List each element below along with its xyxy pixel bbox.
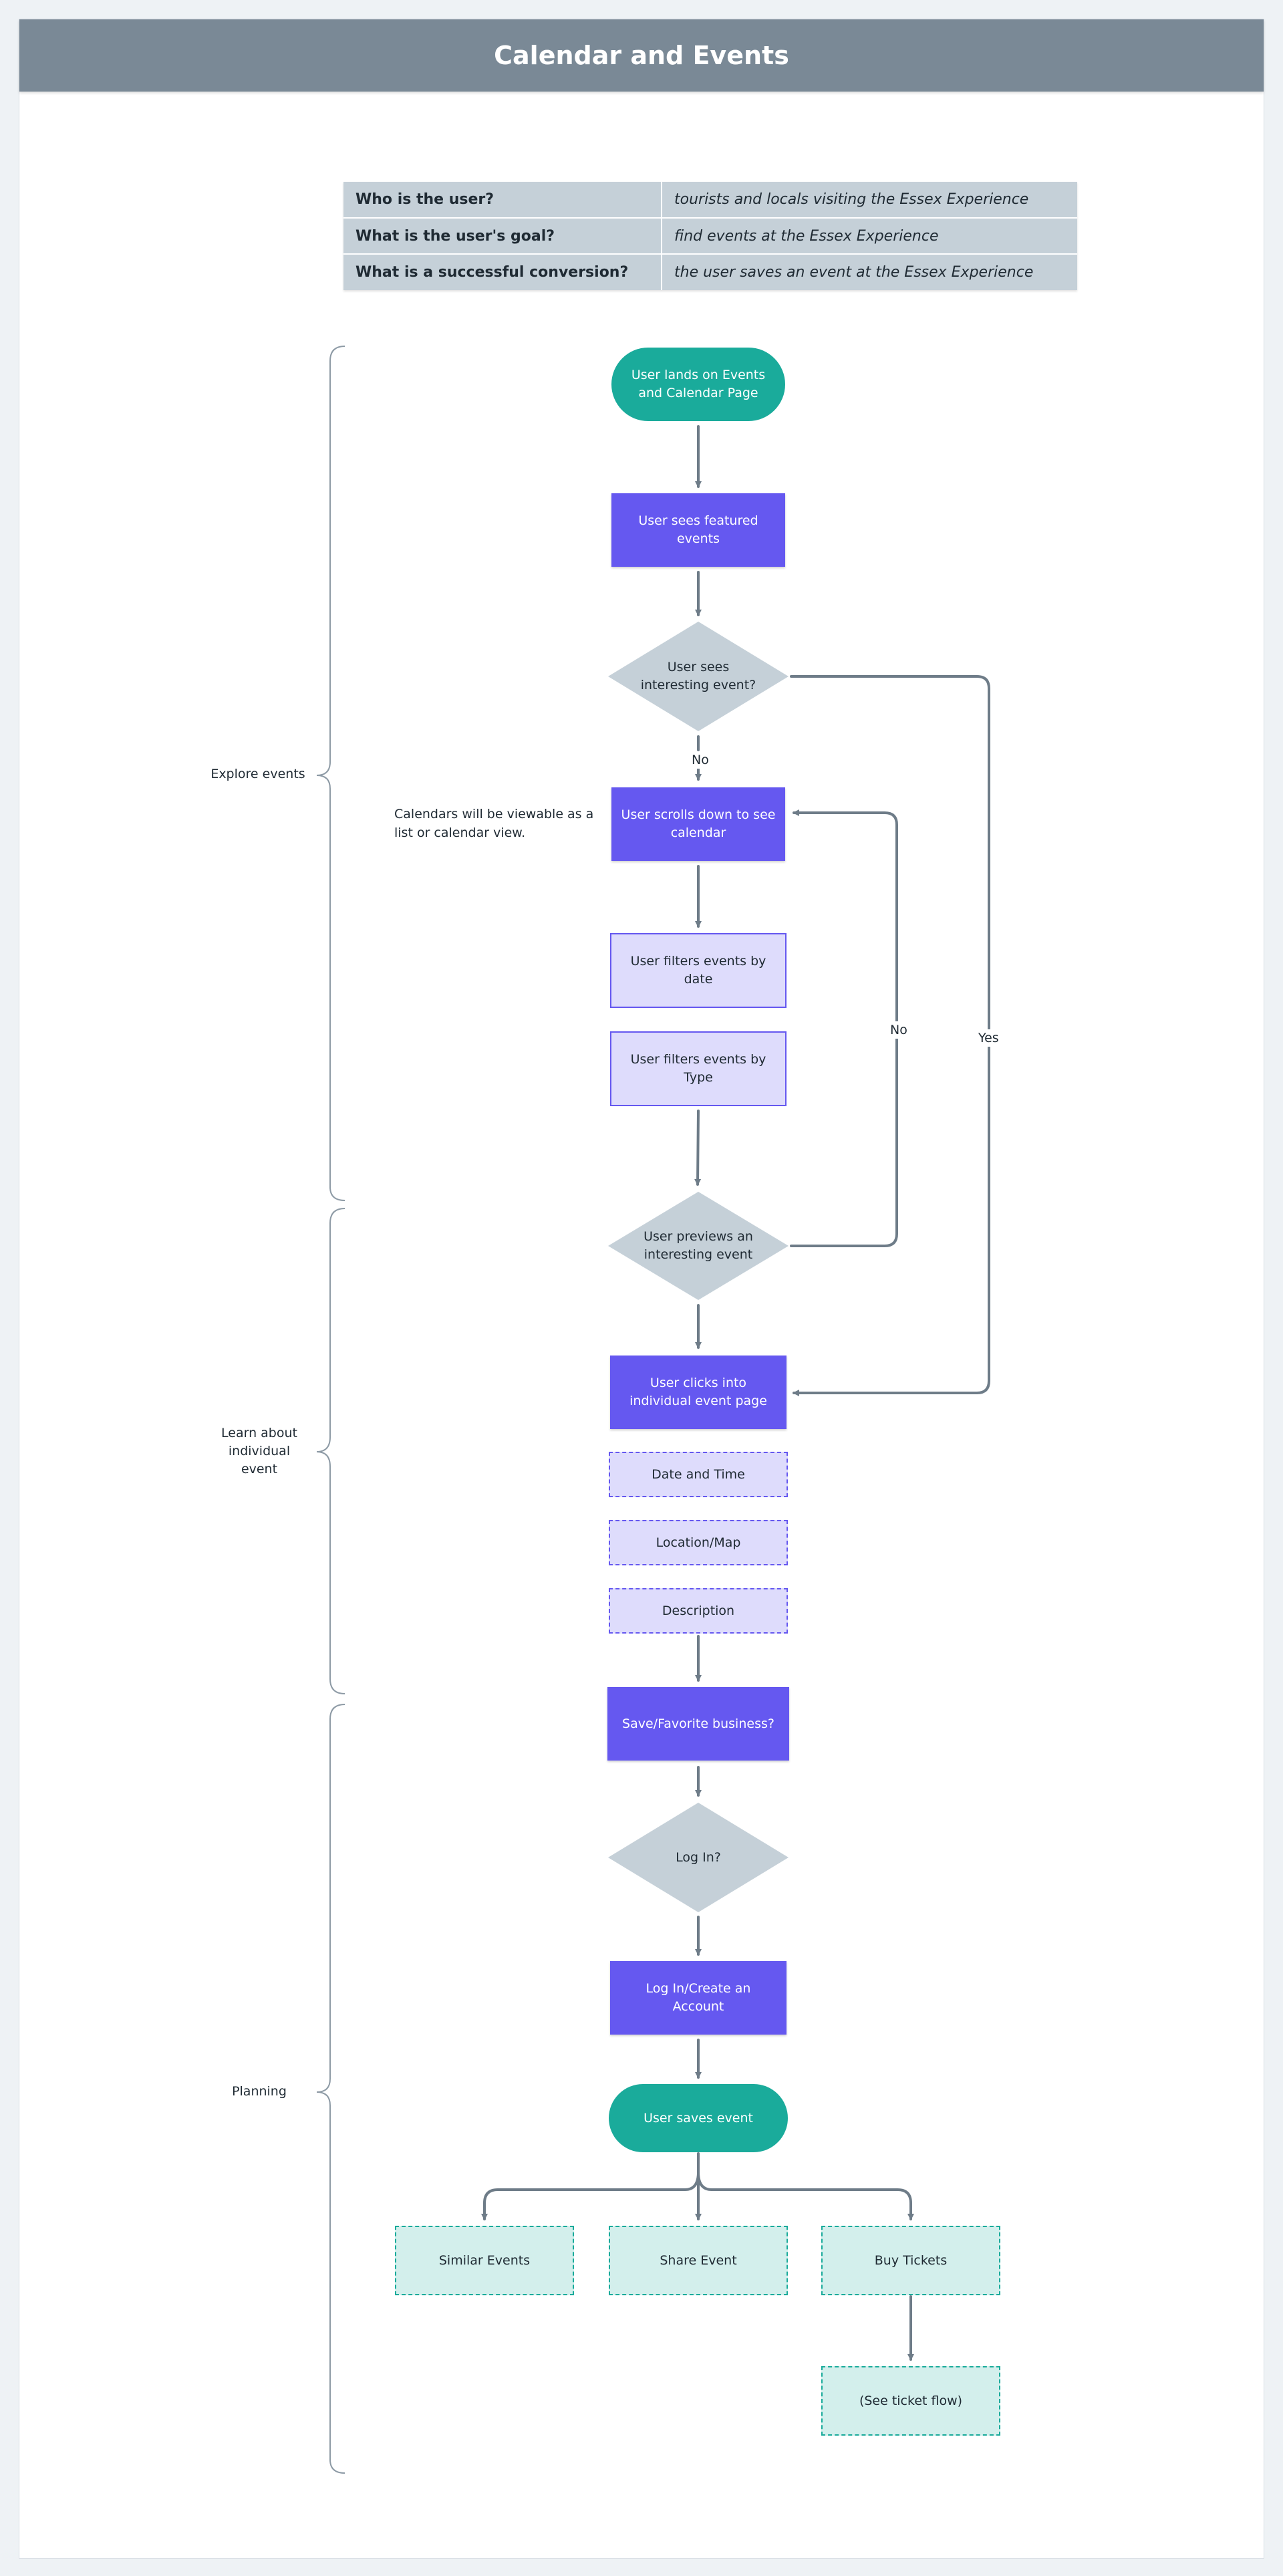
table-question: Who is the user? — [343, 182, 662, 219]
table-question: What is a successful conversion? — [343, 254, 662, 290]
brace-learn — [316, 1208, 345, 1694]
node-similar-events: Similar Events — [395, 2226, 574, 2295]
node-interesting: User sees interesting event? — [640, 660, 756, 692]
node-filter-date: User filters events by date — [610, 933, 787, 1008]
node-date-time: Date and Time — [609, 1452, 788, 1497]
table-row: Who is the user? tourists and locals vis… — [343, 182, 1077, 219]
node-location: Location/Map — [609, 1520, 788, 1565]
node-share-event: Share Event — [609, 2226, 788, 2295]
node-previews: User previews an interesting event — [644, 1229, 753, 1262]
section-label-learn: Learn about individual event — [221, 1426, 297, 1476]
page-title: Calendar and Events — [19, 19, 1264, 92]
table-row: What is a successful conversion? the use… — [343, 254, 1077, 290]
table-question: What is the user's goal? — [343, 218, 662, 255]
node-clicks: User clicks into individual event page — [610, 1356, 787, 1429]
decision-interesting-shape — [608, 622, 789, 731]
node-filter-type: User filters events by Type — [610, 1031, 787, 1106]
node-landing: User lands on Events and Calendar Page — [611, 348, 785, 421]
node-description: Description — [609, 1588, 788, 1634]
node-featured: User sees featured events — [611, 493, 785, 567]
node-save-favorite: Save/Favorite business? — [607, 1687, 789, 1761]
user-info-table: Who is the user? tourists and locals vis… — [343, 182, 1077, 290]
brace-explore — [316, 346, 345, 1201]
node-buy-tickets: Buy Tickets — [821, 2226, 1000, 2295]
section-label-explore: Explore events — [210, 767, 305, 781]
node-ticket-flow: (See ticket flow) — [821, 2366, 1000, 2436]
arrow-previews-no-loop — [790, 809, 898, 1247]
node-saves-event: User saves event — [609, 2084, 788, 2152]
decision-login-shape — [608, 1803, 789, 1912]
arrow-saves-similar — [481, 2171, 700, 2220]
table-answer: the user saves an event at the Essex Exp… — [674, 264, 1034, 281]
edge-label-no-loop: No — [887, 1021, 910, 1039]
section-label-planning: Planning — [232, 2084, 287, 2099]
decision-previews-shape — [608, 1192, 789, 1300]
table-answer: find events at the Essex Experience — [662, 218, 1077, 255]
node-login-create: Log In/Create an Account — [610, 1961, 787, 2035]
node-login-question: Log In? — [676, 1849, 721, 1865]
table-row: What is the user's goal? find events at … — [343, 218, 1077, 255]
node-scrolls: User scrolls down to see calendar — [611, 787, 785, 861]
arrow-saves-buy — [697, 2171, 914, 2220]
brace-planning — [316, 1704, 345, 2474]
edge-label-no-down: No — [689, 751, 712, 769]
table-answer: tourists and locals visiting the Essex E… — [662, 182, 1077, 219]
calendar-view-note: Calendars will be viewable as a list or … — [394, 807, 594, 840]
edge-label-yes-loop: Yes — [976, 1029, 1002, 1047]
